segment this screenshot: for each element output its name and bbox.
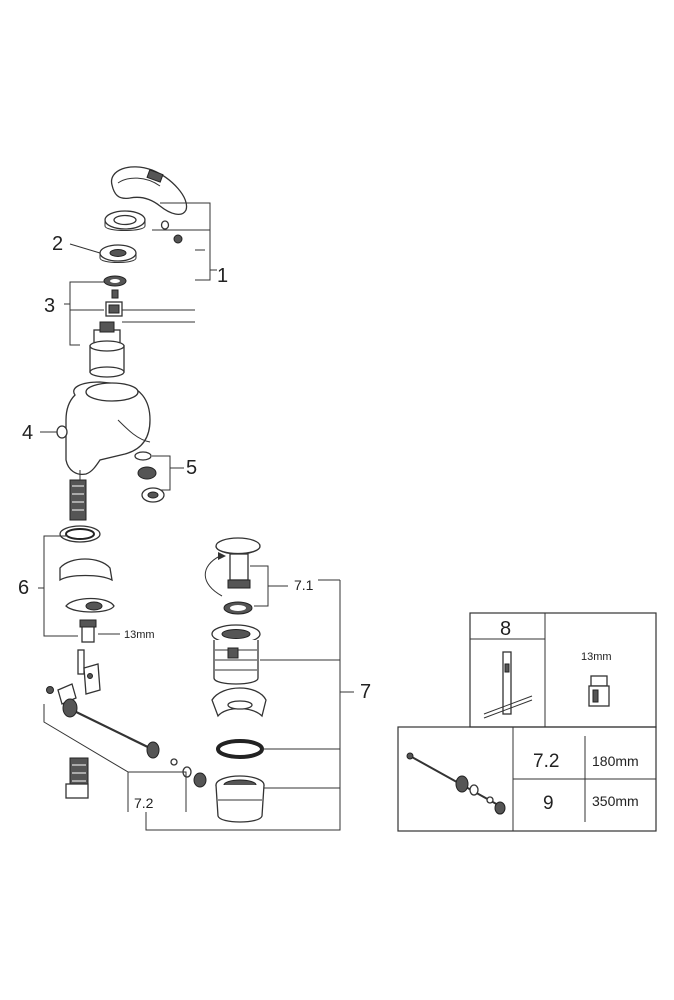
inset-tool-table — [469, 612, 657, 728]
rod-row-1-length: 180mm — [592, 753, 639, 769]
cartridge — [89, 321, 125, 378]
lift-rod-knob — [56, 425, 68, 439]
drain-body — [211, 624, 261, 685]
callout-5: 5 — [186, 457, 197, 479]
bracket-part-1 — [152, 202, 217, 281]
bracket-part-7 — [260, 579, 354, 789]
callout-1: 1 — [217, 265, 228, 287]
inset-rod-table — [397, 726, 657, 832]
cartridge-nut-stack — [103, 275, 127, 317]
flex-hose — [69, 479, 87, 521]
callout-7-1: 7.1 — [294, 577, 314, 593]
inset-wrench-size: 13mm — [581, 651, 612, 663]
faucet-body — [65, 381, 151, 480]
pop-up-stopper — [215, 537, 261, 589]
lever-handle — [111, 166, 188, 216]
mounting-set — [59, 525, 115, 643]
pivot-rod-inset — [406, 752, 506, 815]
rod-row-2-part: 9 — [543, 793, 554, 814]
leader-2 — [69, 243, 101, 254]
callout-7: 7 — [360, 681, 371, 703]
callout-6: 6 — [18, 577, 29, 599]
cover-ring — [104, 210, 146, 231]
screw-cap — [160, 220, 183, 244]
aerator-parts — [134, 451, 165, 503]
inset-part-8: 8 — [500, 618, 511, 640]
installation-key-tool — [483, 651, 533, 719]
rotate-arrowhead — [218, 552, 226, 560]
drain-nut — [215, 775, 265, 823]
callout-2: 2 — [52, 233, 63, 255]
wrench-size-6: 13mm — [124, 629, 155, 641]
rotate-arrow — [204, 555, 223, 597]
bracket-part-5 — [152, 455, 184, 491]
bracket-part-6 — [38, 535, 120, 637]
drain-o-ring — [216, 739, 264, 759]
supply-hoses — [65, 757, 89, 799]
drain-gasket-wedge — [211, 687, 267, 718]
bearing-ring — [99, 244, 137, 263]
callout-4: 4 — [22, 422, 33, 444]
bracket-part-3 — [64, 281, 195, 346]
pivot-rod — [62, 698, 207, 788]
rod-row-2-length: 350mm — [592, 793, 639, 809]
stopper-seal — [223, 601, 253, 615]
rod-row-1-part: 7.2 — [533, 751, 559, 772]
callout-7-2: 7.2 — [134, 795, 154, 811]
bracket-part-7-2 — [43, 580, 341, 831]
callout-3: 3 — [44, 295, 55, 317]
lift-rod-clamp — [46, 649, 101, 705]
hex-adapter — [588, 675, 610, 707]
bracket-part-7-1 — [250, 565, 288, 607]
